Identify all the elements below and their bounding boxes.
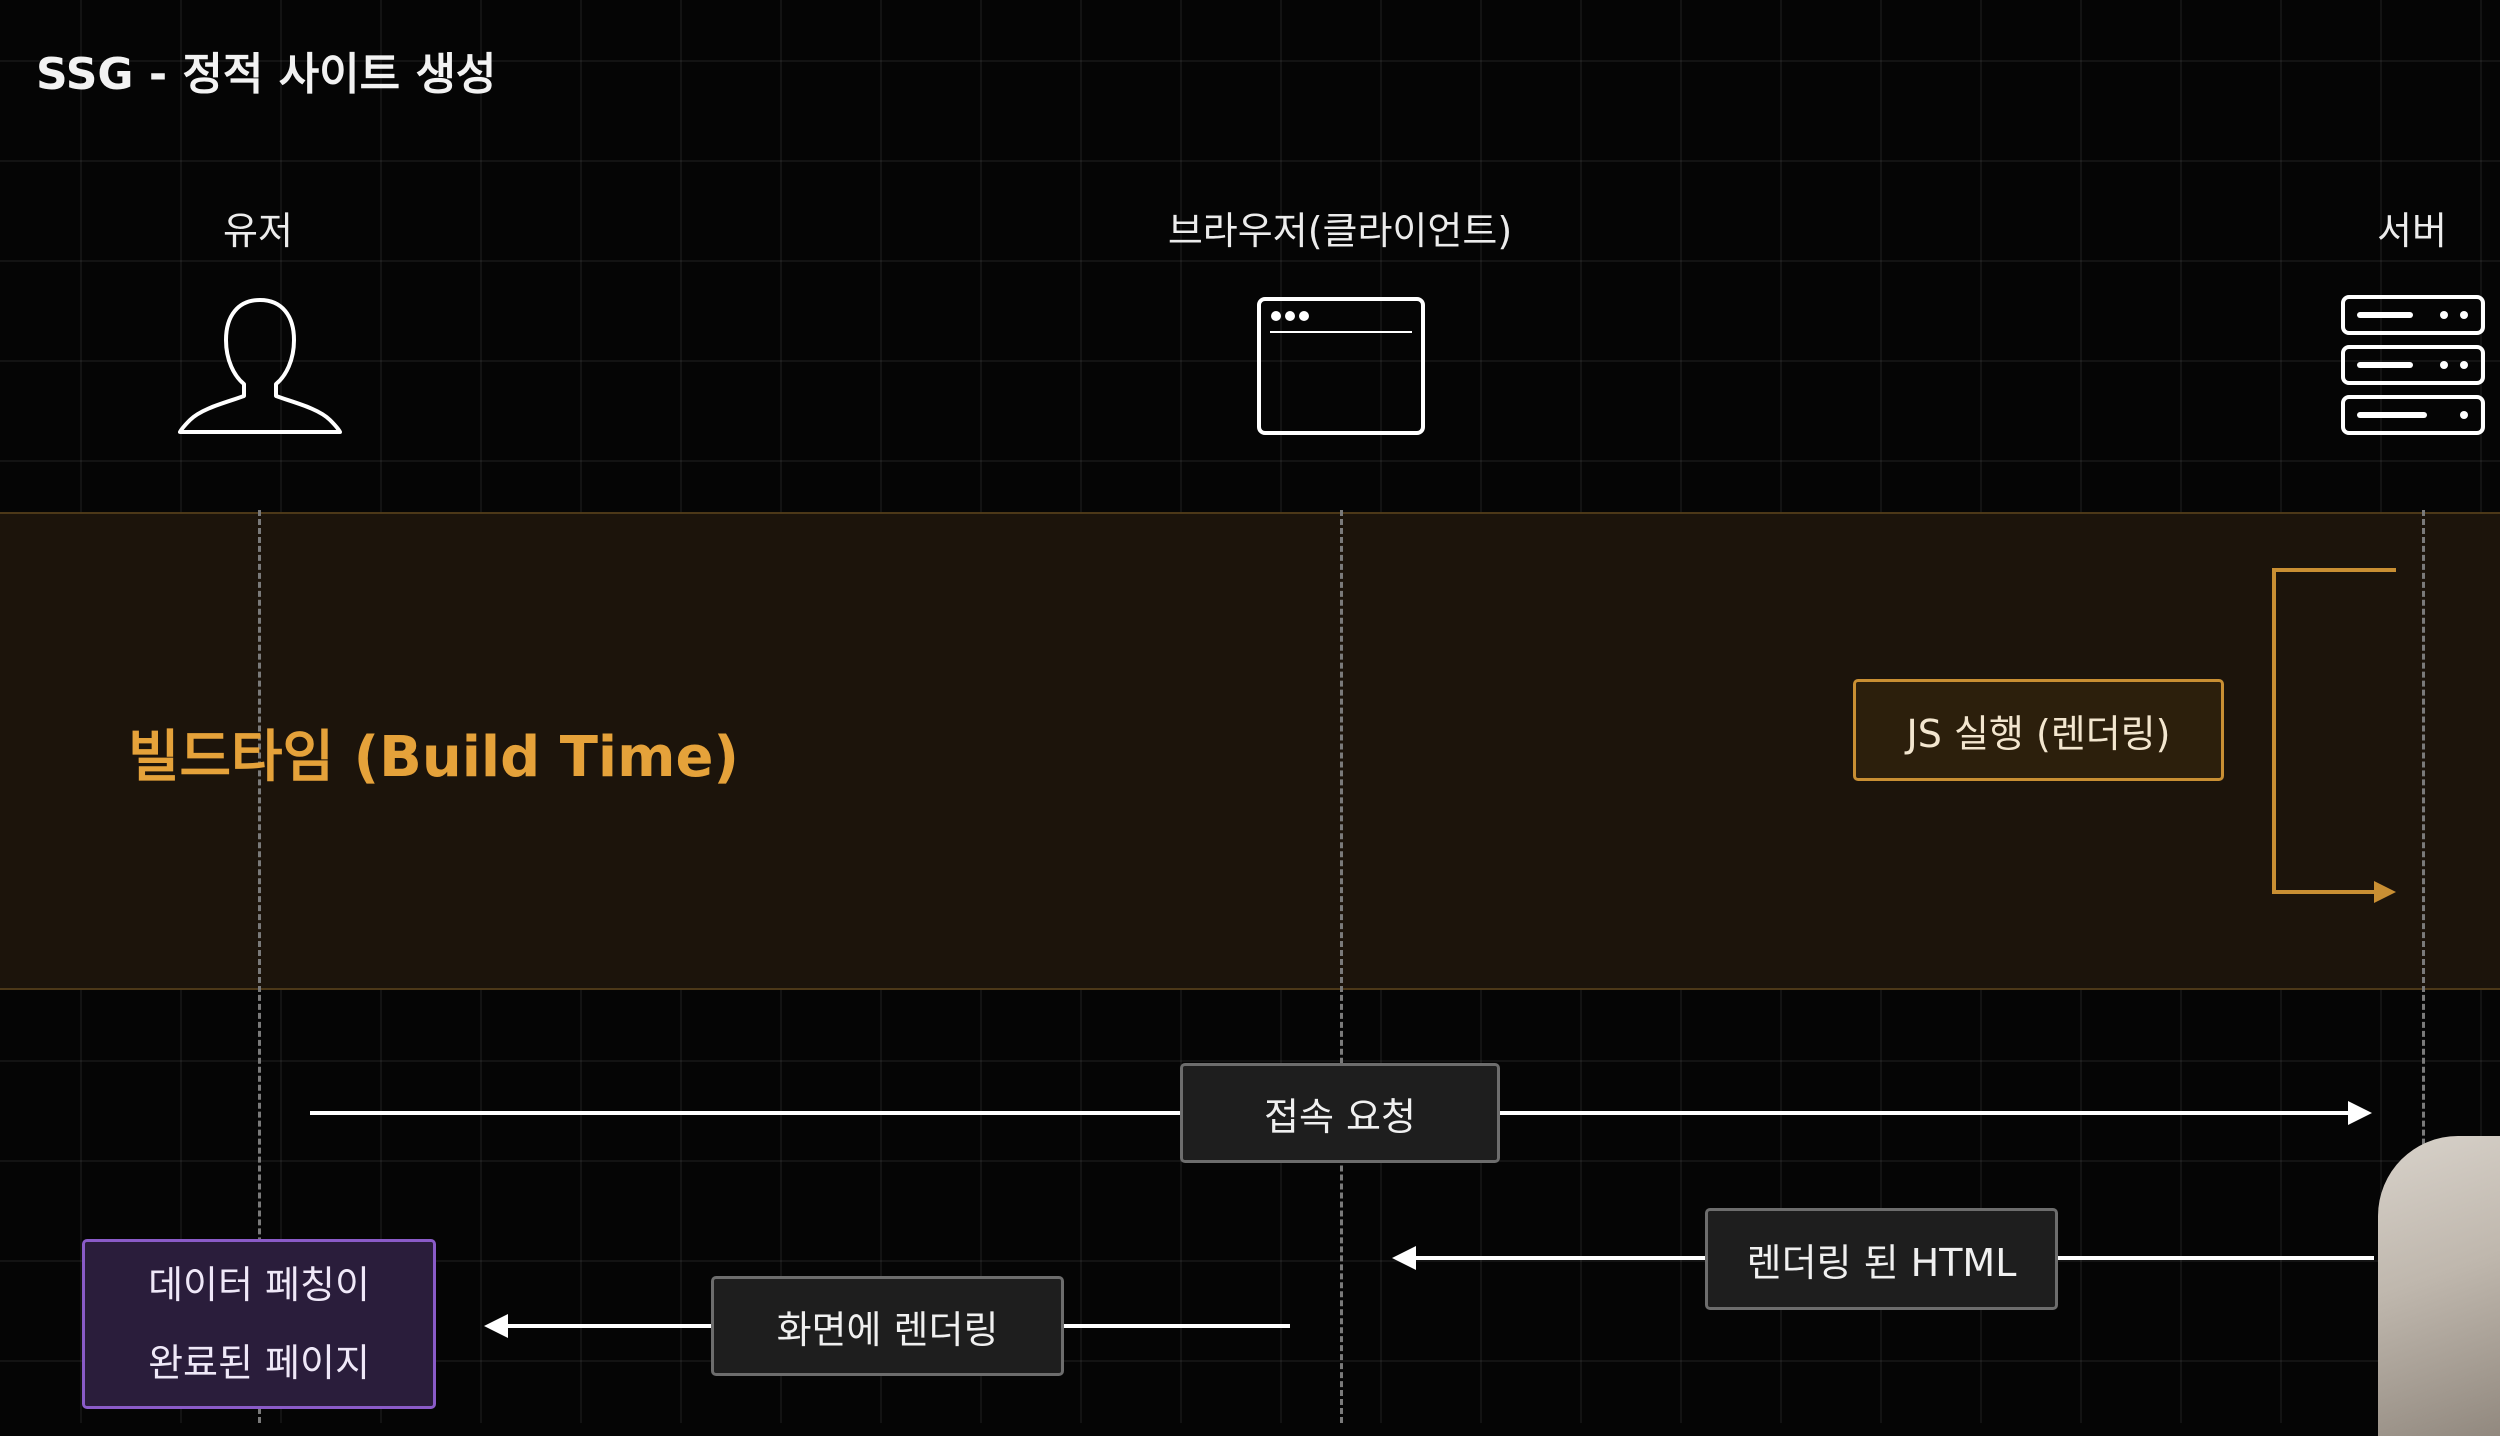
build-loop-arrow [2272,568,2396,894]
build-step-box: JS 실행 (렌더링) [1853,679,2224,781]
rendered-html-arrowhead [1392,1246,1416,1270]
actor-label-browser: 브라우저(클라이언트) [1167,209,1513,253]
build-time-title: 빌드타임 (Build Time) [128,725,740,790]
lifeline-user [258,510,261,1423]
rendered-html-box: 렌더링 된 HTML [1705,1208,2058,1310]
request-box: 접속 요청 [1180,1063,1500,1163]
page-title: SSG - 정적 사이트 생성 [36,49,497,100]
presenter-video-overlay [2378,1136,2500,1436]
screen-render-arrowhead [484,1314,508,1338]
actor-label-server: 서버 [2377,209,2447,253]
result-line-1: 데이터 페칭이 [148,1263,370,1307]
lifeline-browser [1340,510,1343,1423]
server-icon [2341,295,2485,435]
user-icon [178,298,342,434]
browser-window-icon [1257,297,1425,435]
lifeline-server [2422,510,2425,1423]
screen-render-box: 화면에 렌더링 [711,1276,1064,1376]
request-arrowhead [2348,1101,2372,1125]
build-loop-arrowhead [2374,881,2396,903]
result-line-2: 완료된 페이지 [148,1341,370,1385]
result-page-box: 데이터 페칭이 완료된 페이지 [82,1239,436,1409]
actor-label-user: 유저 [223,209,293,253]
